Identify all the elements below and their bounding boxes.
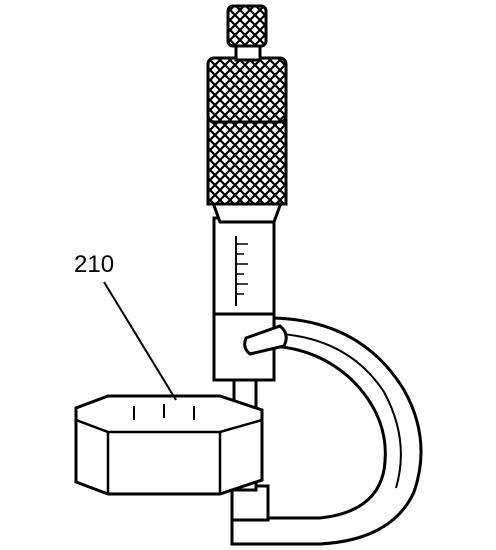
sleeve-scale xyxy=(212,216,276,316)
thimble xyxy=(206,118,288,206)
upper-knurl-ring xyxy=(206,56,288,124)
ratchet-knob xyxy=(226,4,268,48)
lock-lever xyxy=(243,324,288,356)
callout-210-leader xyxy=(103,281,177,401)
ring-part xyxy=(74,394,264,496)
callout-210-label: 210 xyxy=(74,251,114,278)
c-frame-inner-edge xyxy=(281,333,402,489)
scale-ticks xyxy=(236,243,248,295)
c-frame xyxy=(230,316,423,546)
